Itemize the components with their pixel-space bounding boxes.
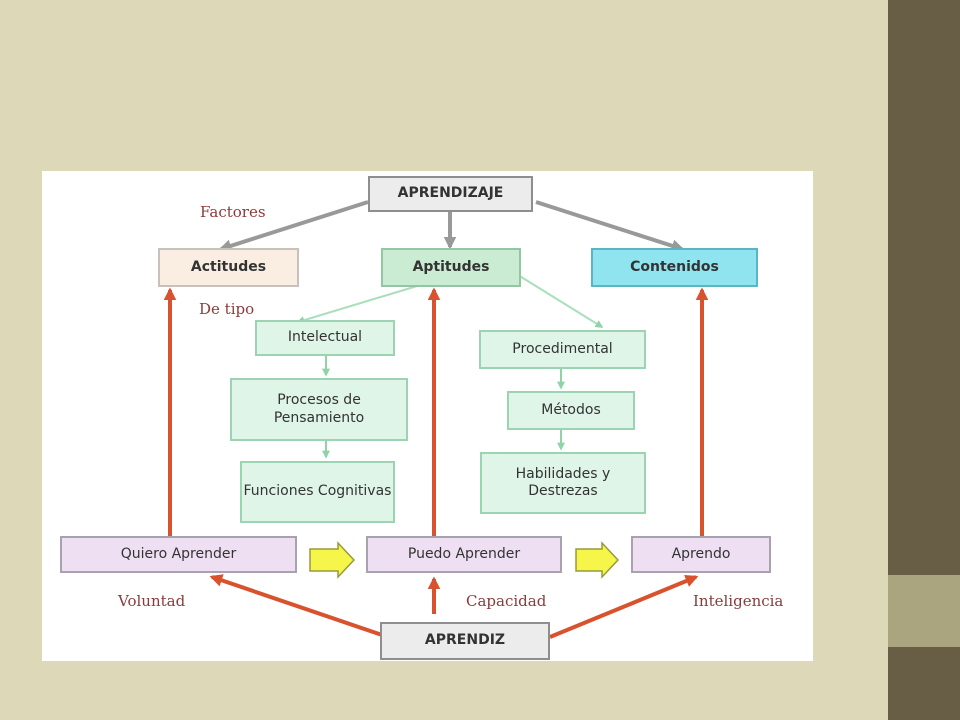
gray-arrows	[218, 200, 685, 252]
node-aptitudes: Aptitudes	[381, 248, 521, 287]
node-quiero-aprender: Quiero Aprender	[60, 536, 297, 573]
node-intelectual: Intelectual	[255, 320, 395, 356]
node-aprendiz: APRENDIZ	[380, 622, 550, 660]
yellow-arrows	[309, 541, 620, 579]
root-node-aprendizaje: APRENDIZAJE	[368, 176, 533, 212]
node-procesos-pensamiento: Procesos de Pensamiento	[230, 378, 408, 441]
node-funciones-cognitivas: Funciones Cognitivas	[240, 461, 395, 523]
diagram-connectors	[163, 200, 709, 639]
label-de-tipo: De tipo	[199, 300, 255, 318]
sidebar-dark-top	[888, 0, 960, 575]
sidebar-dark-bottom	[888, 647, 960, 720]
label-inteligencia: Inteligencia	[693, 592, 784, 610]
node-contenidos: Contenidos	[591, 248, 758, 287]
label-voluntad: Voluntad	[118, 592, 186, 610]
node-puedo-aprender: Puedo Aprender	[366, 536, 562, 573]
node-aprendo: Aprendo	[631, 536, 771, 573]
label-capacidad: Capacidad	[466, 592, 547, 610]
node-metodos: Métodos	[507, 391, 635, 430]
node-actitudes: Actitudes	[158, 248, 299, 287]
sidebar-light-block	[888, 575, 960, 647]
learning-concept-map: APRENDIZAJE Actitudes Aptitudes Contenid…	[42, 171, 813, 661]
node-habilidades-destrezas: Habilidades y Destrezas	[480, 452, 646, 514]
red-arrows	[163, 287, 709, 639]
green-arrows	[296, 274, 604, 459]
label-factores: Factores	[200, 203, 266, 221]
node-procedimental: Procedimental	[479, 330, 646, 369]
